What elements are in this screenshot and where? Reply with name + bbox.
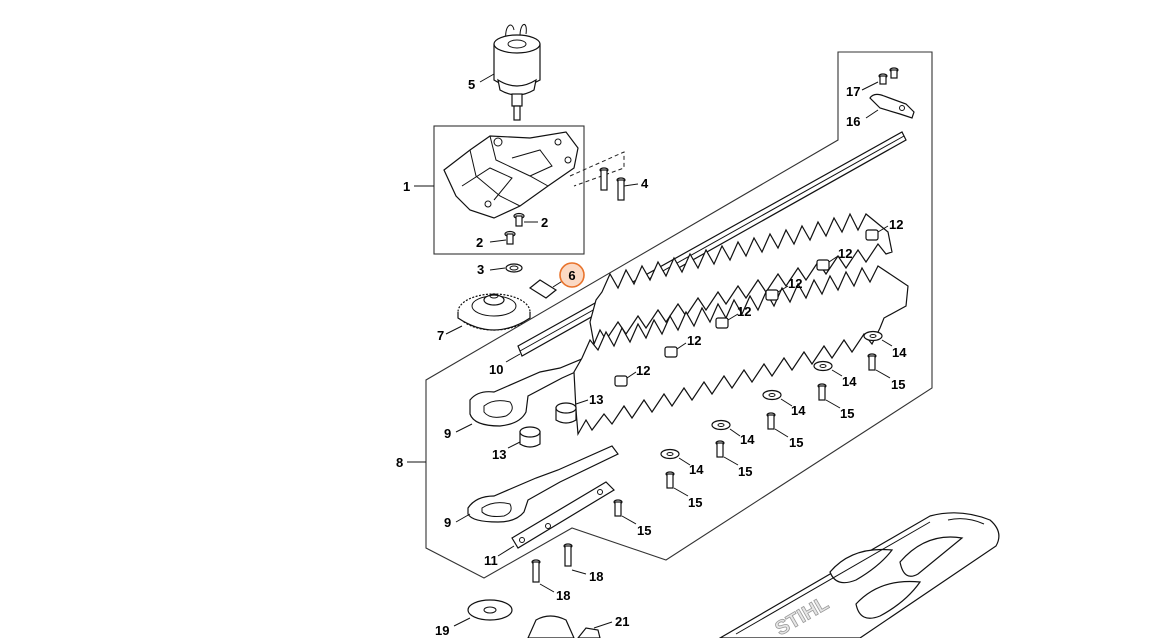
callout-10: 10 bbox=[489, 362, 503, 377]
callout-15f: 15 bbox=[637, 523, 651, 538]
callout-15b: 15 bbox=[840, 406, 854, 421]
gear-housing-part-1[interactable] bbox=[443, 131, 579, 219]
gear-part-7[interactable] bbox=[457, 293, 531, 331]
screws-part-15[interactable] bbox=[613, 353, 877, 517]
callout-12b: 12 bbox=[838, 246, 852, 261]
callout-18a: 18 bbox=[589, 569, 603, 584]
callout-12f: 12 bbox=[636, 363, 650, 378]
washer-part-19[interactable] bbox=[467, 599, 513, 621]
callout-17: 17 bbox=[846, 84, 860, 99]
callout-1: 1 bbox=[403, 179, 410, 194]
callout-9b: 9 bbox=[444, 515, 451, 530]
assembly-frame-8 bbox=[425, 51, 933, 579]
screws-part-17[interactable] bbox=[878, 67, 899, 85]
shim-part-6[interactable] bbox=[528, 279, 558, 299]
callout-14d: 14 bbox=[740, 432, 755, 447]
callout-6: 6 bbox=[568, 268, 575, 283]
callout-14b: 14 bbox=[842, 374, 857, 389]
callout-12d: 12 bbox=[737, 304, 751, 319]
screw-part-2b[interactable] bbox=[504, 230, 516, 245]
blade-cover[interactable]: STIHL bbox=[718, 512, 1000, 638]
callout-15d: 15 bbox=[738, 464, 752, 479]
callout-14a: 14 bbox=[892, 345, 907, 360]
slider-part-16[interactable] bbox=[869, 93, 915, 119]
callout-2a: 2 bbox=[541, 215, 548, 230]
callout-11: 11 bbox=[484, 553, 498, 568]
cutter-bar-part-9b[interactable] bbox=[467, 445, 619, 523]
screw-part-4[interactable] bbox=[599, 167, 626, 201]
motor-part-5[interactable] bbox=[493, 24, 541, 121]
part-21[interactable] bbox=[527, 615, 601, 638]
callout-4: 4 bbox=[641, 176, 649, 191]
spacers-part-12[interactable] bbox=[614, 229, 879, 387]
callout-7: 7 bbox=[437, 328, 444, 343]
lower-blade[interactable] bbox=[573, 265, 909, 436]
callout-8: 8 bbox=[396, 455, 403, 470]
bushings-part-13[interactable] bbox=[519, 402, 577, 448]
circlip-part-3[interactable] bbox=[505, 263, 523, 273]
callout-12c: 12 bbox=[788, 276, 802, 291]
callout-19: 19 bbox=[435, 623, 449, 638]
screws-part-18[interactable] bbox=[531, 543, 573, 583]
housing-frame-1 bbox=[433, 125, 585, 255]
callout-3: 3 bbox=[477, 262, 484, 277]
upper-blade[interactable] bbox=[589, 212, 893, 347]
plate-part-11[interactable] bbox=[511, 481, 615, 549]
callout-2b: 2 bbox=[476, 235, 483, 250]
callout-21: 21 bbox=[615, 614, 629, 629]
callout-13b: 13 bbox=[492, 447, 506, 462]
callout-16: 16 bbox=[846, 114, 860, 129]
washers-part-14[interactable] bbox=[660, 330, 883, 460]
callout-9a: 9 bbox=[444, 426, 451, 441]
highlight-callout-6[interactable]: 6 bbox=[559, 262, 585, 288]
callout-5: 5 bbox=[468, 77, 475, 92]
callout-15e: 15 bbox=[688, 495, 702, 510]
callout-15c: 15 bbox=[789, 435, 803, 450]
callout-12e: 12 bbox=[687, 333, 701, 348]
screw-part-2a[interactable] bbox=[513, 212, 525, 227]
callout-12a: 12 bbox=[889, 217, 903, 232]
callout-15a: 15 bbox=[891, 377, 905, 392]
callout-13a: 13 bbox=[589, 392, 603, 407]
callout-18b: 18 bbox=[556, 588, 570, 603]
callout-14c: 14 bbox=[791, 403, 806, 418]
callout-14e: 14 bbox=[689, 462, 704, 477]
callout-labels: 1 2 2 3 4 5 7 8 9 9 10 11 12 12 12 12 12… bbox=[396, 77, 907, 638]
